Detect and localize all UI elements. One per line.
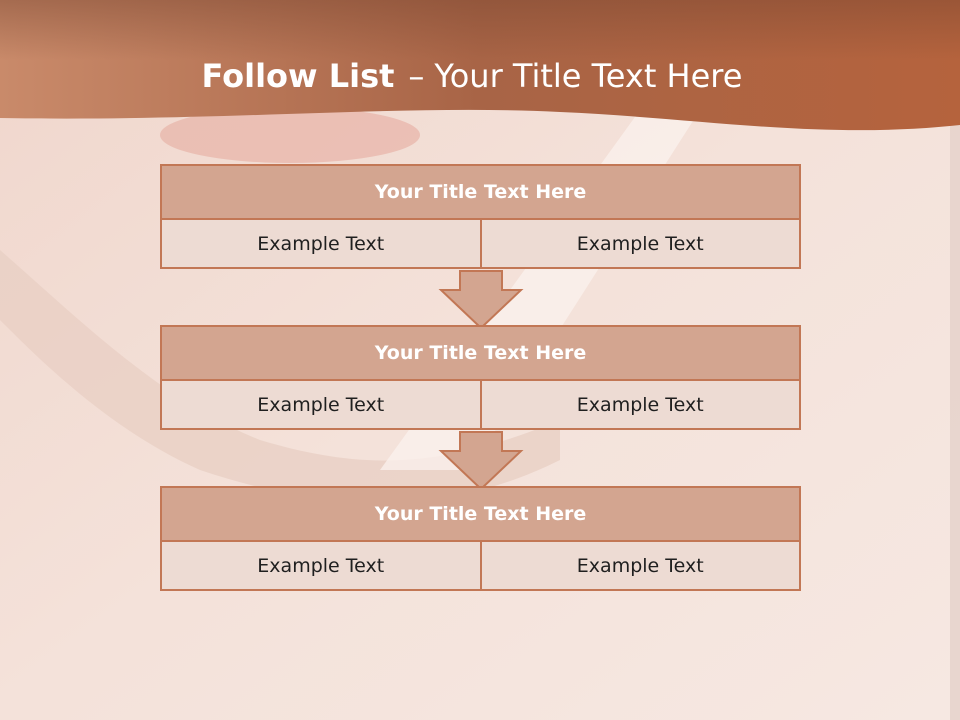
step-3-row: Example Text Example Text [160, 542, 801, 591]
step-2-row: Example Text Example Text [160, 381, 801, 430]
step-1-cell-right: Example Text [481, 220, 801, 269]
background-lips-shape [160, 107, 420, 163]
slide-title-rest: Your Title Text Here [434, 57, 743, 95]
step-block-2: Your Title Text Here Example Text Exampl… [160, 325, 801, 430]
step-2-cell-left: Example Text [160, 381, 482, 430]
step-3-title: Your Title Text Here [160, 486, 801, 542]
step-2-title: Your Title Text Here [160, 325, 801, 381]
step-2-cell-right: Example Text [481, 381, 801, 430]
slide-title: Follow List–Your Title Text Here [0, 56, 944, 96]
slide-title-separator: – [408, 57, 425, 95]
slide-title-bold: Follow List [201, 57, 395, 95]
step-1-row: Example Text Example Text [160, 220, 801, 269]
step-block-1: Your Title Text Here Example Text Exampl… [160, 164, 801, 269]
step-3-cell-left: Example Text [160, 542, 482, 591]
step-3-cell-right: Example Text [481, 542, 801, 591]
down-arrow-1 [438, 270, 524, 330]
background-right-edge [950, 0, 960, 720]
step-1-cell-left: Example Text [160, 220, 482, 269]
header-band-shade [0, 0, 960, 60]
background-jaw-shape [0, 250, 560, 503]
down-arrow-2 [438, 431, 524, 491]
step-1-title: Your Title Text Here [160, 164, 801, 220]
step-block-3: Your Title Text Here Example Text Exampl… [160, 486, 801, 591]
